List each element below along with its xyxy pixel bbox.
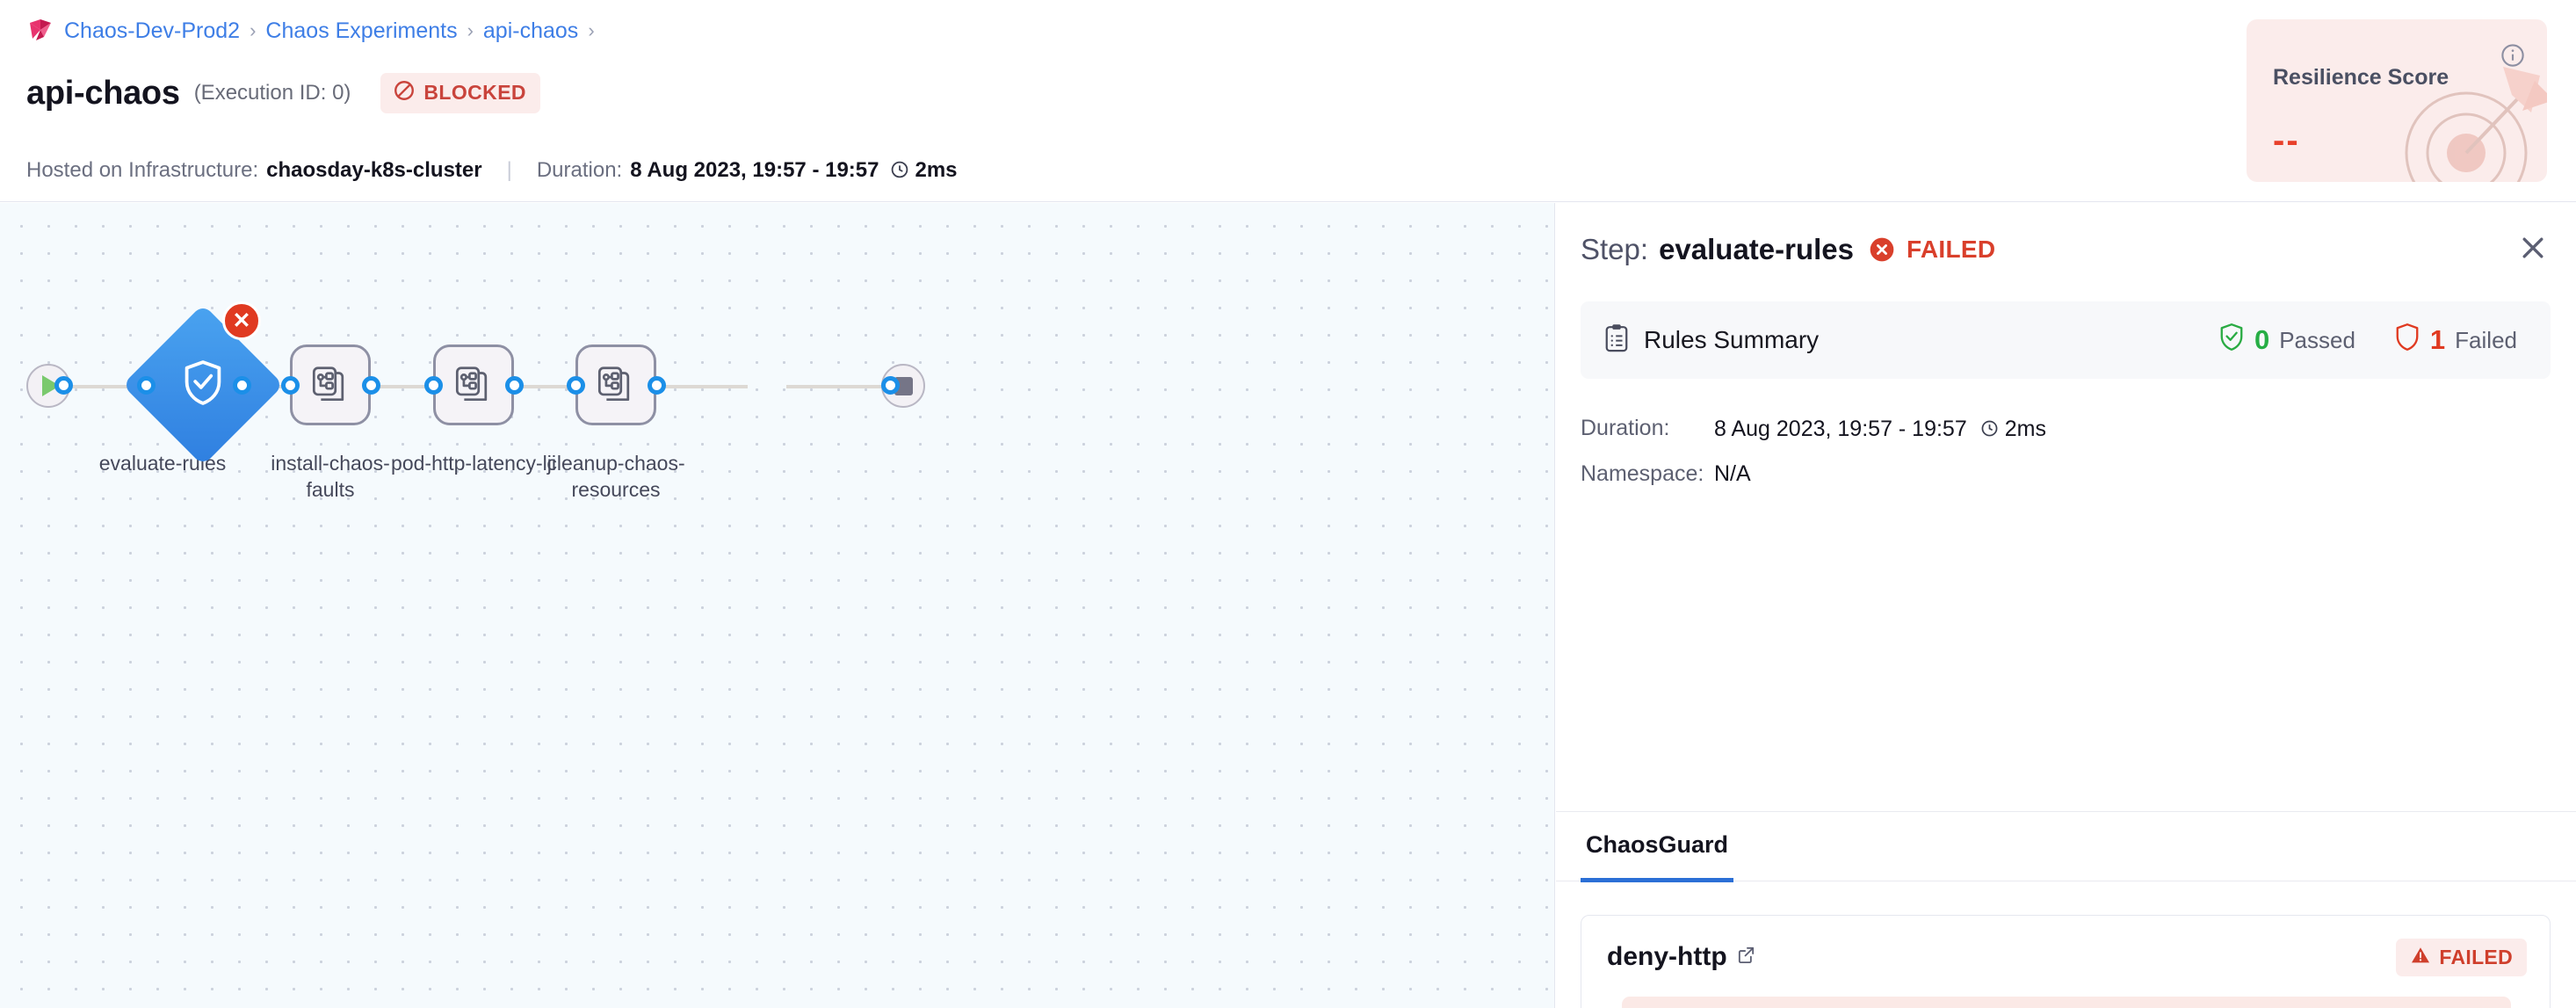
graph-port [233,376,251,395]
duration-ms: 2ms [915,157,958,182]
breadcrumb-item-project[interactable]: Chaos-Dev-Prod2 [64,18,241,43]
rules-passed-stat: 0 Passed [2218,323,2355,358]
panel-title-prefix: Step: [1581,233,1649,265]
resilience-score-value: -- [2273,121,2300,160]
breadcrumb-separator: › [250,19,257,41]
chaos-fault-card-icon [596,363,636,408]
rule-status-label: FAILED [2439,946,2513,968]
graph-node-evaluate-rules[interactable] [122,304,284,466]
resilience-score-card: Resilience Score -- [2247,19,2547,182]
breadcrumb-separator: › [467,19,474,41]
info-circle-icon[interactable] [2500,42,2526,73]
breadcrumb-item-chaos-experiments[interactable]: Chaos Experiments [265,18,458,43]
rules-failed-count: 1 [2429,324,2446,355]
rules-summary-card: Rules Summary 0 Passed [1581,301,2551,379]
shield-red-icon [2394,323,2420,358]
rule-name-text: deny-http [1607,942,1727,971]
graph-port [881,376,900,395]
graph-port [424,376,443,395]
pipeline-graph-canvas[interactable]: ✕ evaluate-rules install-chaos-faults [0,203,1555,1008]
page-title: api-chaos [26,74,180,112]
graph-edge [356,385,459,388]
title-row: api-chaos (Execution ID: 0) BLOCKED [26,73,540,113]
panel-step-name: evaluate-rules [1659,233,1855,265]
conditions-failed-box: 1 / 1 Conditions Failed The rule has fai… [1622,997,2511,1008]
detail-key: Namespace: [1581,461,1704,486]
panel-tabs: ChaosGuard [1556,811,2576,882]
detail-row-duration: Duration: 8 Aug 2023, 19:57 - 19:57 2ms [1581,416,2046,442]
detail-key: Duration: [1581,416,1670,440]
graph-edge [499,385,604,388]
detail-value-extra: 2ms [2004,416,2046,441]
breadcrumb-separator: › [588,19,595,41]
detail-row-namespace: Namespace: N/A [1581,461,1751,487]
chaos-fault-card-icon [310,363,351,408]
close-icon[interactable] [2516,231,2550,269]
graph-edge [786,385,890,388]
graph-edge [641,385,748,388]
breadcrumb-item-experiment[interactable]: api-chaos [482,18,579,43]
rule-card-deny-http: deny-http [1581,915,2551,1008]
detail-value: N/A [1714,461,1751,486]
rules-failed-stat: 1 Failed [2394,323,2517,358]
clock-icon [1979,418,2000,445]
graph-port [648,376,666,395]
error-x-icon: ✕ [222,301,261,340]
graph-port [54,376,73,395]
graph-node-label: cleanup-chaos-resources [546,452,685,502]
graph-port [362,376,380,395]
status-badge-label: BLOCKED [423,81,526,104]
graph-port [281,376,300,395]
harness-chaos-logo-icon [28,18,54,44]
external-link-icon[interactable] [1736,942,1756,972]
status-badge: BLOCKED [380,73,540,113]
duration-value: 8 Aug 2023, 19:57 - 19:57 [630,157,879,182]
graph-node-cleanup-chaos-resources[interactable] [575,344,656,425]
infra-value: chaosday-k8s-cluster [266,157,482,182]
graph-port [567,376,585,395]
panel-title: Step: evaluate-rules FAILED [1581,233,1995,266]
rules-passed-count: 0 [2254,324,2270,355]
step-details-panel: Step: evaluate-rules FAILED [1556,203,2576,1008]
graph-node-label: pod-http-latency-lji [391,452,556,475]
clock-icon [889,159,910,186]
graph-port [137,376,156,395]
tab-chaosguard[interactable]: ChaosGuard [1581,812,1734,882]
rules-passed-label: Passed [2279,326,2355,353]
rules-failed-label: Failed [2455,326,2517,353]
target-dart-illustration [2371,49,2547,182]
rule-status-chip: FAILED [2396,939,2527,976]
execution-id: (Execution ID: 0) [193,81,351,105]
resilience-score-title: Resilience Score [2273,65,2449,90]
panel-status: FAILED [1907,236,1996,263]
shield-check-icon [182,359,224,411]
meta-divider: | [506,157,512,182]
graph-edge [67,385,144,388]
graph-node-label: evaluate-rules [98,452,227,475]
warning-triangle-icon [2410,945,2431,970]
graph-node-label: install-chaos-faults [271,452,390,502]
infra-label: Hosted on Infrastructure: [26,157,259,182]
rule-name: deny-http [1607,942,1756,972]
page-header: Chaos-Dev-Prod2 › Chaos Experiments › ap… [0,0,2576,202]
detail-value: 8 Aug 2023, 19:57 - 19:57 2ms [1714,416,2046,442]
rules-summary-title: Rules Summary [1644,326,1820,353]
clipboard-list-icon [1603,323,1630,358]
panel-header: Step: evaluate-rules FAILED [1556,203,2576,300]
detail-value-text: 8 Aug 2023, 19:57 - 19:57 [1714,416,1967,441]
blocked-circle-slash-icon [393,79,416,106]
duration-label: Duration: [536,157,623,182]
error-x-circle-icon [1868,236,1896,264]
graph-node-install-chaos-faults[interactable] [290,344,371,425]
shield-check-green-icon [2218,323,2245,358]
chaos-fault-card-icon [453,363,494,408]
breadcrumb: Chaos-Dev-Prod2 › Chaos Experiments › ap… [28,18,595,44]
graph-node-pod-http-latency[interactable] [433,344,514,425]
graph-port [505,376,524,395]
header-meta: Hosted on Infrastructure: chaosday-k8s-c… [26,156,958,184]
